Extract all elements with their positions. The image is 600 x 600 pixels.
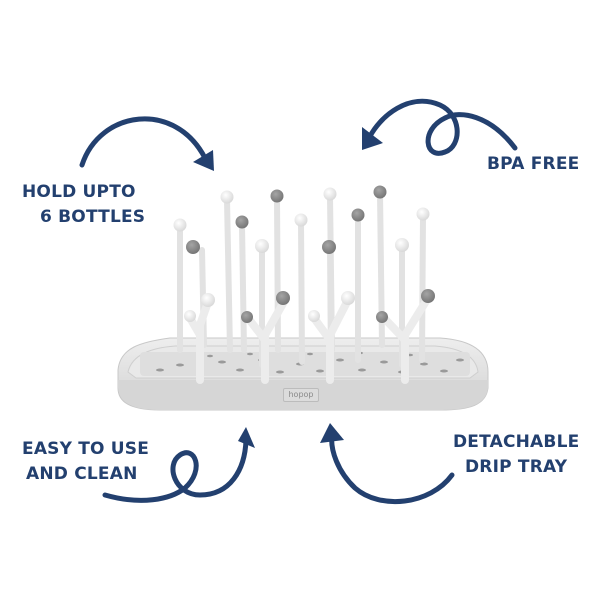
y-pegs bbox=[186, 294, 432, 384]
arrow-easy-icon bbox=[102, 427, 255, 503]
brand-logo: hopop bbox=[283, 388, 319, 402]
feature-easy-clean: EASY TO USE AND CLEAN bbox=[22, 437, 149, 487]
feature-hold-bottles: HOLD UPTO 6 BOTTLES bbox=[22, 180, 145, 230]
arrow-drip-icon bbox=[320, 423, 455, 504]
feature-bpa-line1: BPA FREE bbox=[487, 154, 580, 174]
arrow-bpa-icon bbox=[362, 98, 518, 156]
feature-drip-line1: DETACHABLE bbox=[453, 432, 580, 452]
tall-peg-knobs bbox=[173, 185, 430, 254]
feature-drip-tray: DETACHABLE DRIP TRAY bbox=[453, 430, 579, 480]
feature-drip-line2: DRIP TRAY bbox=[465, 457, 568, 477]
feature-easy-line2: AND CLEAN bbox=[26, 464, 138, 484]
feature-hold-line2: 6 BOTTLES bbox=[40, 207, 146, 227]
arrow-hold-icon bbox=[79, 116, 214, 171]
feature-bpa-free: BPA FREE bbox=[487, 152, 579, 177]
feature-hold-line1: HOLD UPTO bbox=[22, 182, 136, 202]
feature-easy-line1: EASY TO USE bbox=[22, 439, 150, 459]
y-peg-knobs bbox=[184, 289, 435, 323]
